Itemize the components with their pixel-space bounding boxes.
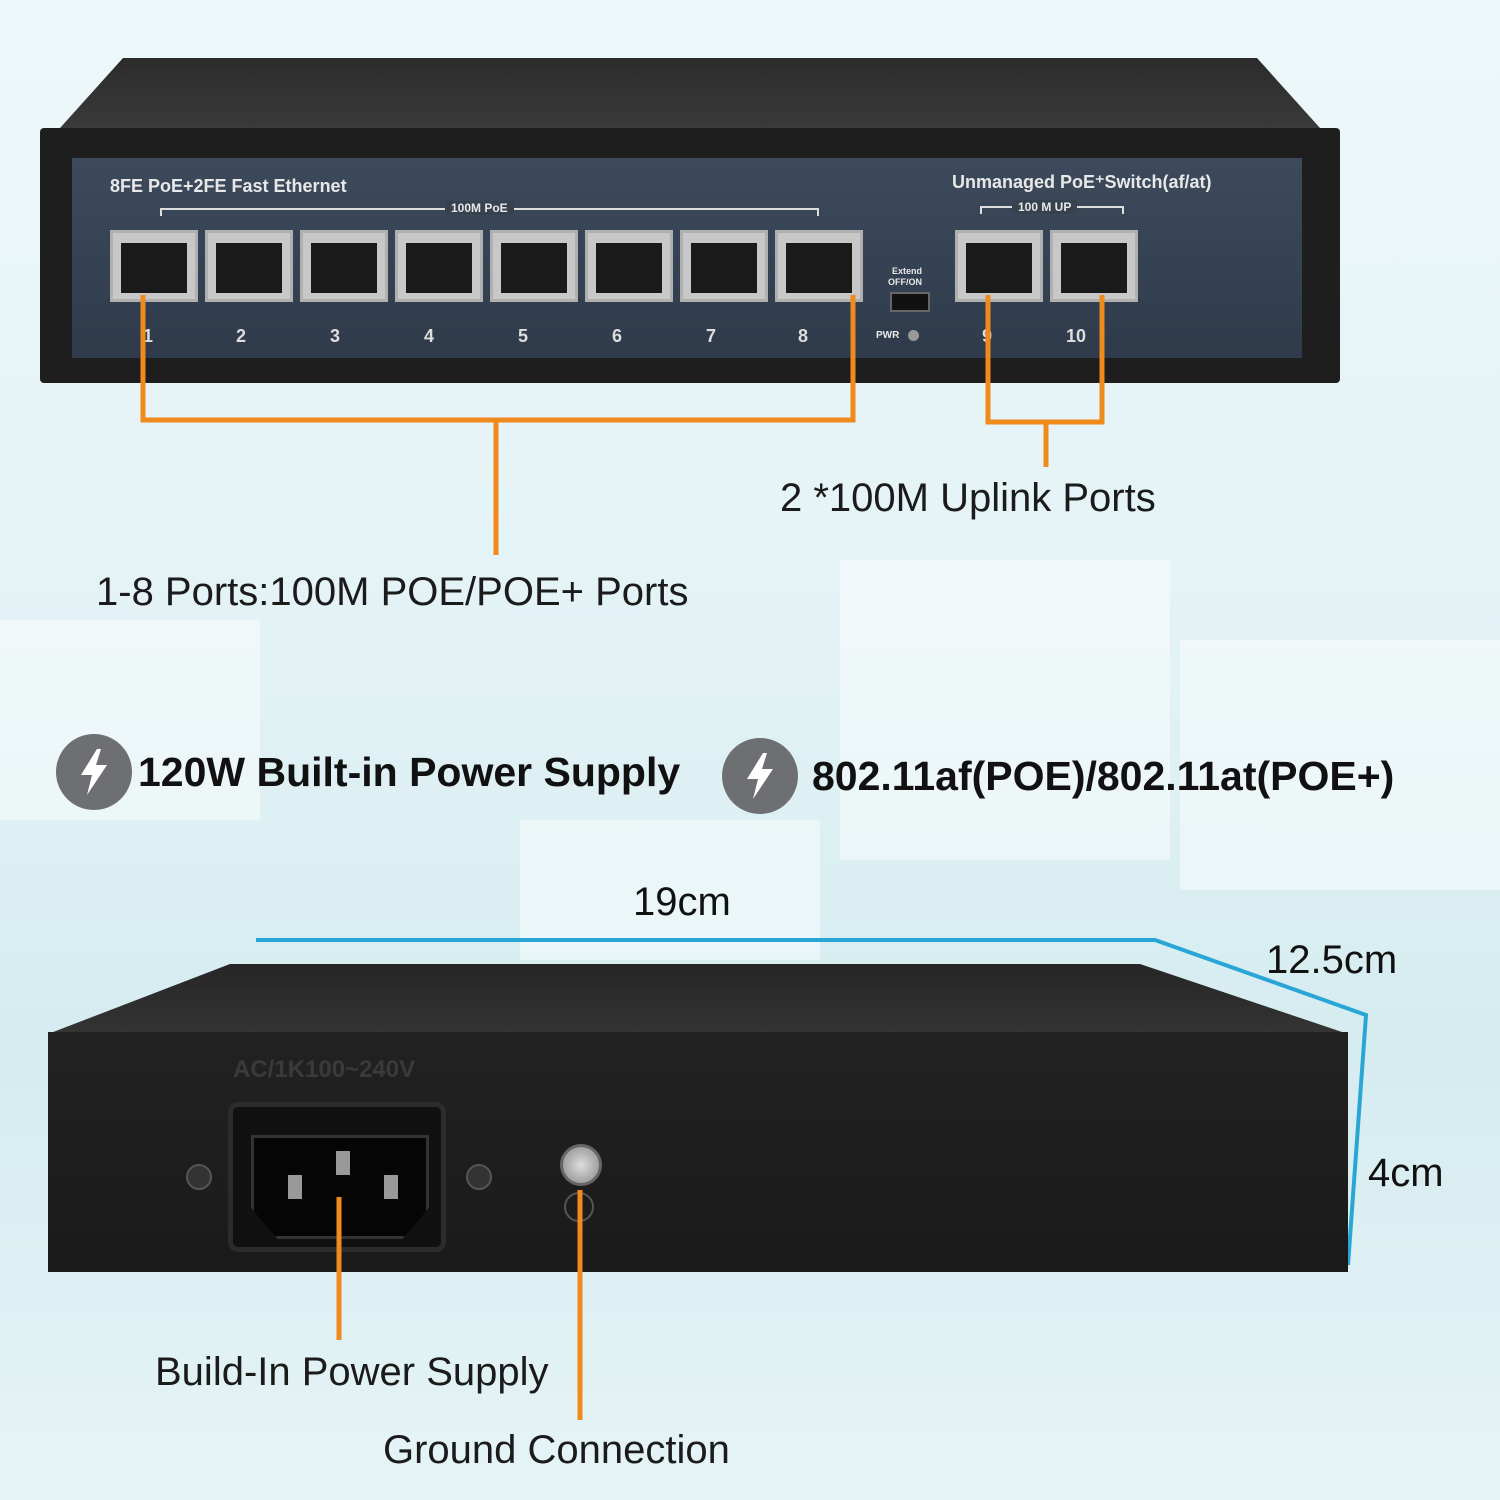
front-left-label: 8FE PoE+2FE Fast Ethernet (110, 176, 347, 196)
ethernet-port-4[interactable] (395, 230, 483, 302)
pwr-label: PWR (876, 330, 900, 341)
voltage-label: AC/1K100~240V (233, 1056, 416, 1083)
screw-icon (466, 1164, 492, 1190)
width-dimension: 19cm (633, 880, 731, 924)
ground-screw-icon[interactable] (560, 1144, 602, 1186)
uplink-ports-callout: 2 *100M Uplink Ports (780, 476, 1156, 520)
port-number: 3 (330, 326, 341, 346)
lightning-icon (56, 734, 132, 810)
depth-dimension: 12.5cm (1266, 938, 1398, 982)
feature-text: 120W Built-in Power Supply (138, 748, 681, 795)
ground-callout: Ground Connection (383, 1428, 730, 1472)
port-number: 10 (1066, 326, 1087, 346)
feature-power-supply: 120W Built-in Power Supply (56, 734, 680, 810)
ethernet-port-9[interactable] (955, 230, 1043, 302)
background-block (840, 560, 1170, 860)
front-callout-lines (140, 295, 1105, 555)
ethernet-port-2[interactable] (205, 230, 293, 302)
port-number: 6 (612, 326, 623, 346)
port-number: 2 (236, 326, 247, 346)
extend-switch-label-2: OFF/ON (888, 277, 922, 287)
extend-switch-label: Extend (892, 266, 923, 276)
ethernet-port-8[interactable] (775, 230, 863, 302)
ethernet-port-10[interactable] (1050, 230, 1138, 302)
port-number: 4 (424, 326, 435, 346)
power-supply-callout: Build-In Power Supply (155, 1350, 549, 1394)
extend-switch[interactable] (890, 292, 930, 312)
lightning-icon (722, 738, 798, 814)
poe-group-label: 100M PoE (445, 201, 514, 215)
feature-poe-standard: 802.11af(POE)/802.11at(POE+) (722, 738, 1394, 814)
ethernet-port-3[interactable] (300, 230, 388, 302)
up-group-label: 100 M UP (1012, 200, 1078, 214)
background-block (1180, 640, 1500, 890)
screw-icon (186, 1164, 212, 1190)
port-number: 5 (518, 326, 529, 346)
ethernet-port-6[interactable] (585, 230, 673, 302)
background-block (0, 620, 260, 820)
ethernet-port-7[interactable] (680, 230, 768, 302)
feature-text: 802.11af(POE)/802.11at(POE+) (812, 752, 1395, 799)
background-block (520, 820, 820, 960)
front-right-label: Unmanaged PoE⁺Switch(af/at) (952, 172, 1212, 192)
ethernet-port-1[interactable] (110, 230, 198, 302)
pwr-led (908, 330, 919, 341)
switch-front-view: 8FE PoE+2FE Fast Ethernet Unmanaged PoE⁺… (40, 58, 1340, 388)
port-number: 8 (798, 326, 809, 346)
port-number: 7 (706, 326, 717, 346)
poe-ports-callout: 1-8 Ports:100M POE/POE+ Ports (96, 570, 689, 614)
ethernet-port-5[interactable] (490, 230, 578, 302)
height-dimension: 4cm (1368, 1151, 1444, 1195)
port-number: 1 (143, 326, 154, 346)
